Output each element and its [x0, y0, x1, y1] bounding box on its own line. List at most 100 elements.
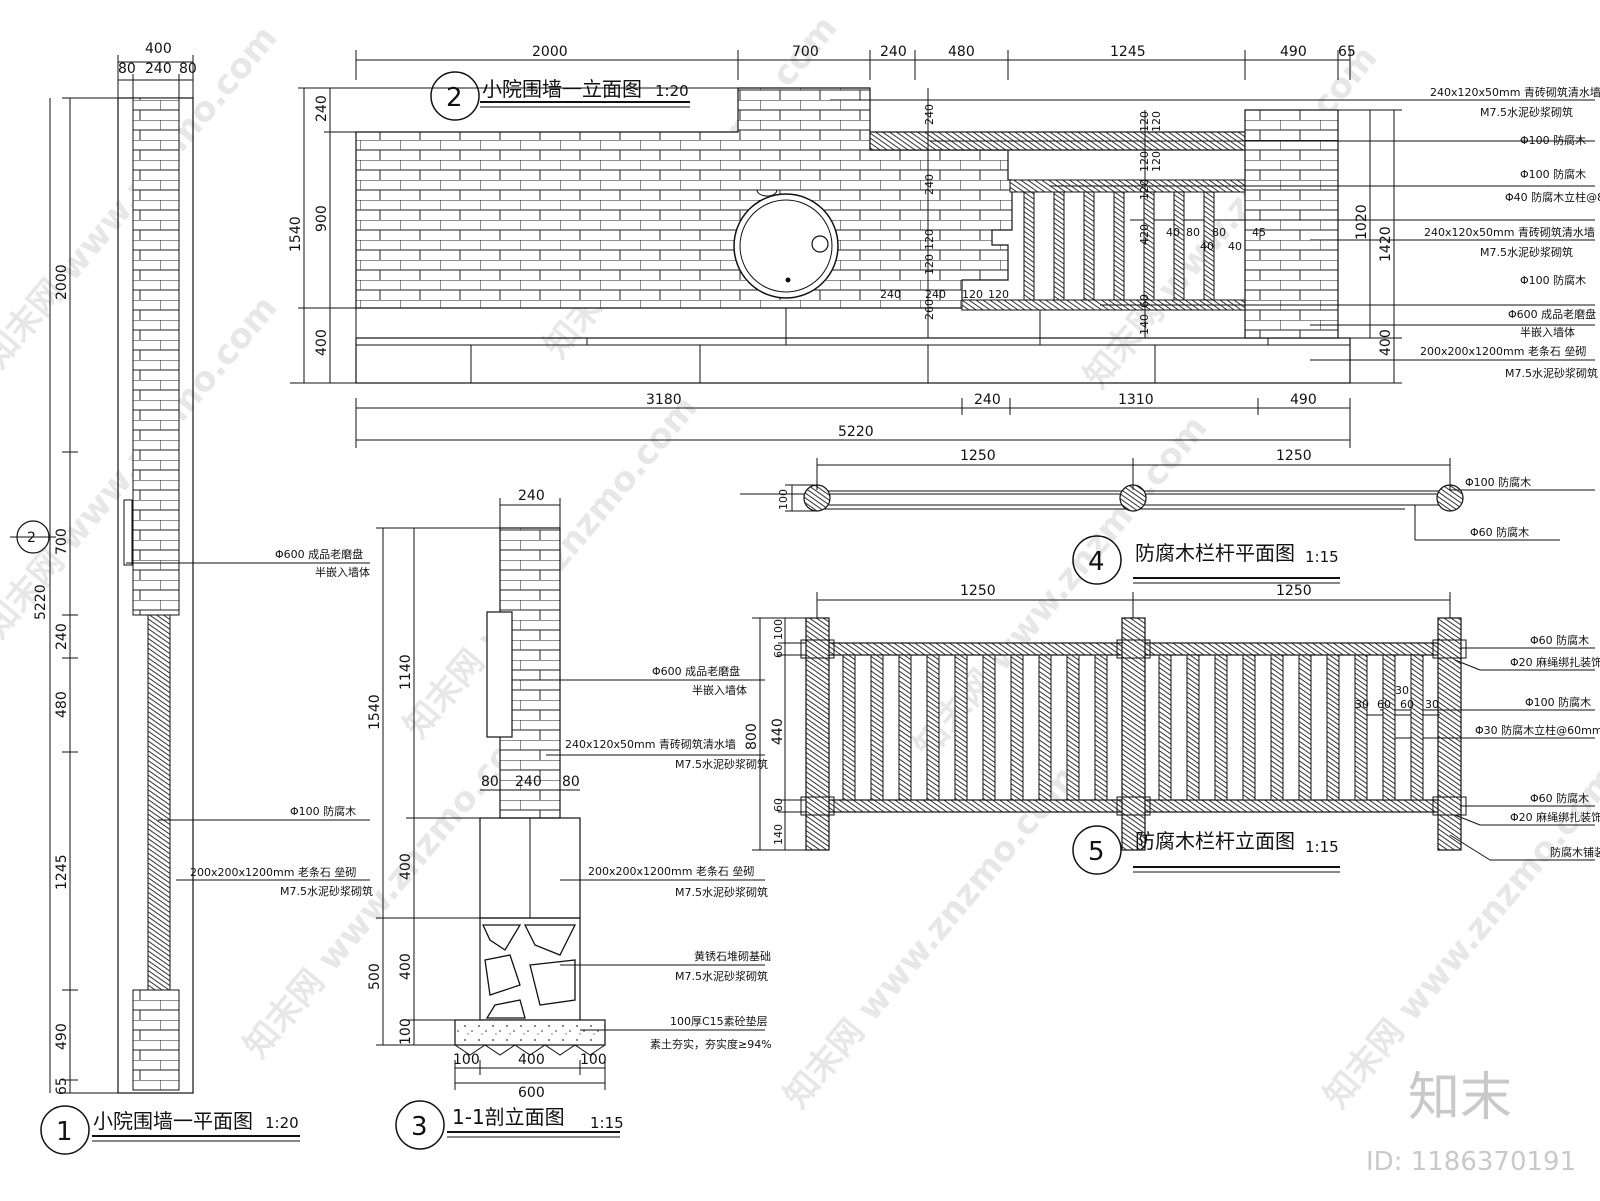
dim-label: 900: [314, 205, 330, 232]
railing-baluster: [926, 654, 940, 801]
dim-label: 2000: [532, 44, 568, 60]
railing-baluster: [954, 654, 968, 801]
drawing-number: 4: [1088, 547, 1105, 577]
dim-label: 120: [1138, 179, 1151, 200]
callout-text: Φ100 防腐木: [1520, 273, 1586, 287]
dim-label: 45: [1252, 226, 1266, 239]
dim-label: 1540: [367, 694, 383, 730]
section-mark: 2: [27, 530, 36, 546]
dim-label: 400: [1378, 329, 1394, 356]
dim-label: 30: [1425, 698, 1439, 711]
dim-label: 240: [880, 288, 901, 301]
callout-text: M7.5水泥砂浆砌筑: [280, 884, 373, 898]
dim-label: 65: [54, 1077, 70, 1095]
dim-label: 1420: [1378, 226, 1394, 262]
drawing-5-railing-elevation: [752, 592, 1595, 875]
railing-post: [1203, 191, 1215, 301]
dim-label: 240: [145, 61, 172, 77]
railing-baluster: [1382, 654, 1396, 801]
dim-label: 400: [398, 953, 414, 980]
drawing-scale: 1:15: [1305, 548, 1339, 566]
dim-label: 1140: [398, 654, 414, 690]
dim-label: 1250: [1276, 583, 1312, 599]
dim-label: 600: [518, 1085, 545, 1101]
drawing-number: 1: [56, 1117, 73, 1147]
dim-label: 120: [1150, 111, 1163, 132]
callout-text: M7.5水泥砂浆砌筑: [1480, 105, 1573, 119]
drawing-scale: 1:15: [1305, 838, 1339, 856]
drawing-title: 小院围墙一立面图: [482, 77, 642, 101]
dim-label: 700: [792, 44, 819, 60]
dim-label: 120: [962, 288, 983, 301]
callout-text: M7.5水泥砂浆砌筑: [675, 969, 768, 983]
drawing-1-plan: [10, 55, 370, 1155]
callout-text: Φ60 防腐木: [1530, 791, 1589, 805]
railing-baluster: [1066, 654, 1080, 801]
dim-label: 400: [314, 329, 330, 356]
dim-label: 40: [1166, 226, 1180, 239]
drawing-4-text: 1250 1250 100 Φ100 防腐木 Φ60 防腐木 4 防腐木栏杆平面…: [777, 448, 1531, 577]
dim-label: 1250: [960, 583, 996, 599]
dim-label: 60: [1377, 698, 1391, 711]
dim-label: 490: [54, 1023, 70, 1050]
railing-baluster: [842, 654, 856, 801]
drawing-title: 1-1剖立面图: [452, 1105, 565, 1129]
drawing-scale: 1:20: [265, 1114, 299, 1132]
callout-text: 240x120x50mm 青砖砌筑清水墙: [1430, 85, 1600, 99]
railing-baluster: [982, 654, 996, 801]
callout-text: 200x200x1200mm 老条石 垒砌: [588, 864, 754, 878]
dim-label: 2000: [54, 264, 70, 300]
dim-label: 60: [1400, 698, 1414, 711]
callout-text: Φ40 防腐木立柱@80mm: [1505, 190, 1600, 204]
dim-label: 240: [974, 392, 1001, 408]
railing-baluster: [1094, 654, 1108, 801]
dim-label: 240: [880, 44, 907, 60]
callout-text: 240x120x50mm 青砖砌筑清水墙: [565, 737, 736, 751]
drawing-scale: 1:20: [655, 82, 689, 100]
dim-label: 260: [923, 299, 936, 320]
dim-label: 480: [54, 691, 70, 718]
drawing-5-text: 1250 1250 100 60 800 440 60 140 30 60 60…: [744, 583, 1600, 867]
callout-text: 素土夯实，夯实度≥94%: [650, 1037, 772, 1051]
dim-label: 120: [1138, 151, 1151, 172]
drawing-title: 防腐木栏杆平面图: [1135, 541, 1295, 565]
callout-text: Φ100 防腐木: [290, 804, 356, 818]
callout-text: 半嵌入墙体: [692, 683, 747, 697]
callout-text: Φ30 防腐木立柱@60mm: [1475, 723, 1600, 737]
callout-text: M7.5水泥砂浆砌筑: [1480, 245, 1573, 259]
callout-text: Φ600 成品老磨盘: [652, 664, 740, 678]
dim-label: 120: [923, 254, 936, 275]
callout-text: Φ600 成品老磨盘: [275, 547, 363, 561]
dim-label: 1020: [1354, 204, 1370, 240]
railing-baluster: [1214, 654, 1228, 801]
callout-text: Φ20 麻绳绑扎装饰: [1510, 810, 1600, 824]
dim-label: 240: [515, 774, 542, 790]
callout-text: 200x200x1200mm 老条石 垒砌: [1420, 344, 1586, 358]
dim-label: 30: [1355, 698, 1369, 711]
dim-label: 240: [518, 488, 545, 504]
railing-baluster: [1270, 654, 1284, 801]
railing-baluster: [1186, 654, 1200, 801]
dim-label: 240: [923, 174, 936, 195]
dim-label: 60: [772, 644, 785, 658]
dim-label: 3180: [646, 392, 682, 408]
railing-baluster: [898, 654, 912, 801]
callout-text: Φ60 防腐木: [1530, 633, 1589, 647]
railing-baluster: [1354, 654, 1368, 801]
drawing-3-text: 240 1140 1540 400 500 400 100 80 240 80 …: [367, 488, 772, 1142]
drawing-title: 防腐木栏杆立面图: [1135, 829, 1295, 853]
dim-label: 100: [772, 619, 785, 640]
railing-post: [1053, 191, 1065, 301]
railing-baluster: [1038, 654, 1052, 801]
dim-label: 100: [580, 1052, 607, 1068]
callout-text: 240x120x50mm 青砖砌筑清水墙: [1424, 225, 1595, 239]
dim-label: 140: [772, 824, 785, 845]
dim-total-label: 5220: [838, 424, 874, 440]
callout-text: Φ100 防腐木: [1520, 167, 1586, 181]
railing-baluster: [1010, 654, 1024, 801]
dim-label: 240: [54, 623, 70, 650]
dim-label: 700: [54, 528, 70, 555]
callout-text: Φ100 防腐木: [1520, 133, 1586, 147]
dim-label: 40: [1200, 240, 1214, 253]
